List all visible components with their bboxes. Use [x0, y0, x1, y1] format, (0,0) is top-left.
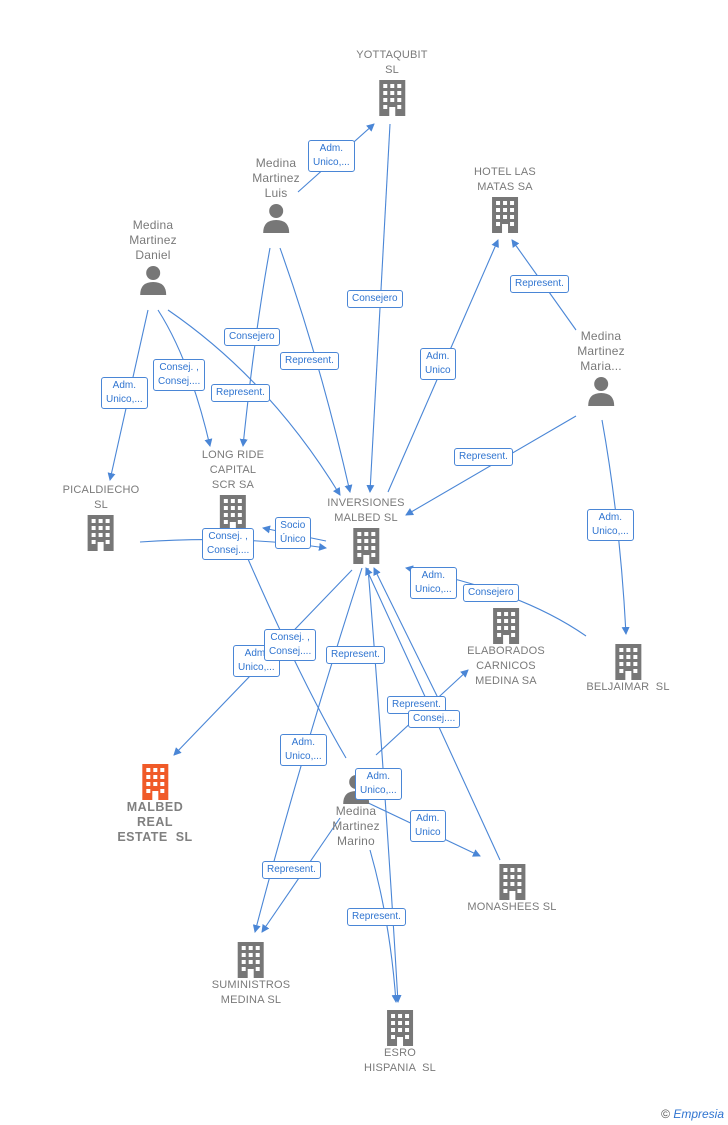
node-label: Medina Martinez Daniel — [129, 218, 177, 262]
node-monashees[interactable]: MONASHEES SL — [467, 862, 556, 915]
node-suministros-medina[interactable]: SUMINISTROS MEDINA SL — [212, 940, 291, 1008]
edge — [373, 567, 439, 699]
building-icon — [238, 942, 264, 978]
building-icon — [614, 644, 641, 680]
node-medina-martinez-daniel[interactable]: Medina Martinez Daniel — [129, 218, 177, 295]
edge-label[interactable]: Adm. Unico,... — [308, 140, 355, 172]
edge-label[interactable]: Represent. — [280, 352, 339, 370]
node-label: HOTEL LAS MATAS SA — [474, 166, 536, 193]
building-icon — [88, 515, 114, 551]
node-label: SUMINISTROS MEDINA SL — [211, 979, 291, 1006]
node-hotel-las-matas[interactable]: HOTEL LAS MATAS SA — [474, 165, 536, 233]
edge-label[interactable]: Adm. Unico — [420, 348, 456, 380]
node-label: MALBED REAL ESTATE SL — [117, 800, 193, 844]
node-inversiones-malbed[interactable]: INVERSIONES MALBED SL — [327, 496, 404, 564]
edge-label[interactable]: Consej. , Consej.... — [202, 528, 255, 560]
edge-label[interactable]: Represent. — [510, 275, 569, 293]
edge-label[interactable]: Adm. Unico,... — [587, 509, 634, 541]
node-medina-martinez-maria[interactable]: Medina Martinez Maria... — [577, 329, 625, 406]
node-medina-martinez-luis[interactable]: Medina Martinez Luis — [252, 156, 300, 233]
edge-label[interactable]: Adm. Unico — [410, 810, 446, 842]
edge-label[interactable]: Consej. , Consej.... — [153, 359, 206, 391]
edge — [239, 247, 271, 447]
brand-logo: Empresia — [673, 1107, 724, 1121]
edge-label[interactable]: Adm. Unico,... — [101, 377, 148, 409]
node-long-ride-capital[interactable]: LONG RIDE CAPITAL SCR SA — [202, 448, 264, 531]
edge-label[interactable]: Consej.... — [408, 710, 461, 728]
building-icon — [387, 1010, 413, 1046]
edge-label[interactable]: Represent. — [326, 646, 385, 664]
node-label: Medina Martinez Marino — [332, 804, 380, 848]
node-elaborados-carnicos[interactable]: ELABORADOS CARNICOS MEDINA SA — [467, 606, 545, 689]
edge-label[interactable]: Represent. — [211, 384, 270, 402]
edge — [279, 247, 353, 493]
node-medina-martinez-marino[interactable]: Medina Martinez Marino — [332, 772, 380, 849]
edge — [366, 123, 391, 493]
edge-label[interactable]: Consejero — [463, 584, 519, 602]
edge — [237, 535, 347, 759]
edge-label[interactable]: Represent. — [347, 908, 406, 926]
person-icon — [588, 377, 614, 406]
person-icon — [140, 266, 166, 295]
node-label: BELJAIMAR SL — [586, 681, 670, 693]
building-icon — [352, 528, 379, 564]
building-icon — [220, 495, 246, 531]
node-label: YOTTAQUBIT SL — [356, 49, 428, 76]
edge-label[interactable]: Consej. , Consej.... — [264, 629, 317, 661]
node-malbed-real-estate[interactable]: MALBED REAL ESTATE SL — [117, 762, 192, 845]
node-label: INVERSIONES MALBED SL — [327, 497, 405, 524]
edge-label[interactable]: Adm. Unico,... — [280, 734, 327, 766]
edge-label[interactable]: Adm. Unico,... — [355, 768, 402, 800]
building-icon — [493, 608, 519, 644]
edge-label[interactable]: Consejero — [347, 290, 403, 308]
edge-label[interactable]: Adm. Unico,... — [410, 567, 457, 599]
edge-label[interactable]: Represent. — [262, 861, 321, 879]
building-icon — [491, 197, 518, 233]
edge — [369, 849, 400, 1003]
node-label: ESRO HISPANIA SL — [364, 1047, 436, 1074]
node-label: Medina Martinez Luis — [252, 156, 300, 200]
building-icon — [498, 864, 525, 900]
node-yottaqubit[interactable]: YOTTAQUBIT SL — [356, 48, 428, 116]
node-label: MONASHEES SL — [467, 901, 557, 913]
node-picaldiecho[interactable]: PICALDIECHO SL — [63, 483, 140, 551]
edge-label[interactable]: Represent. — [454, 448, 513, 466]
edge-label[interactable]: Adm. Unico,... — [233, 645, 280, 677]
node-label: Medina Martinez Maria... — [577, 329, 625, 373]
copyright-symbol: © — [661, 1107, 670, 1121]
node-label: PICALDIECHO SL — [62, 484, 140, 511]
copyright: © Empresia — [661, 1107, 724, 1121]
edge-label[interactable]: Socio Único — [275, 517, 311, 549]
node-label: ELABORADOS CARNICOS MEDINA SA — [467, 645, 545, 687]
building-icon — [379, 80, 405, 116]
person-icon — [263, 204, 289, 233]
edge-label[interactable]: Consejero — [224, 328, 280, 346]
node-label: LONG RIDE CAPITAL SCR SA — [201, 449, 265, 491]
node-beljaimar[interactable]: BELJAIMAR SL — [586, 642, 669, 695]
building-icon — [142, 764, 168, 800]
node-esro-hispania[interactable]: ESRO HISPANIA SL — [364, 1008, 436, 1076]
